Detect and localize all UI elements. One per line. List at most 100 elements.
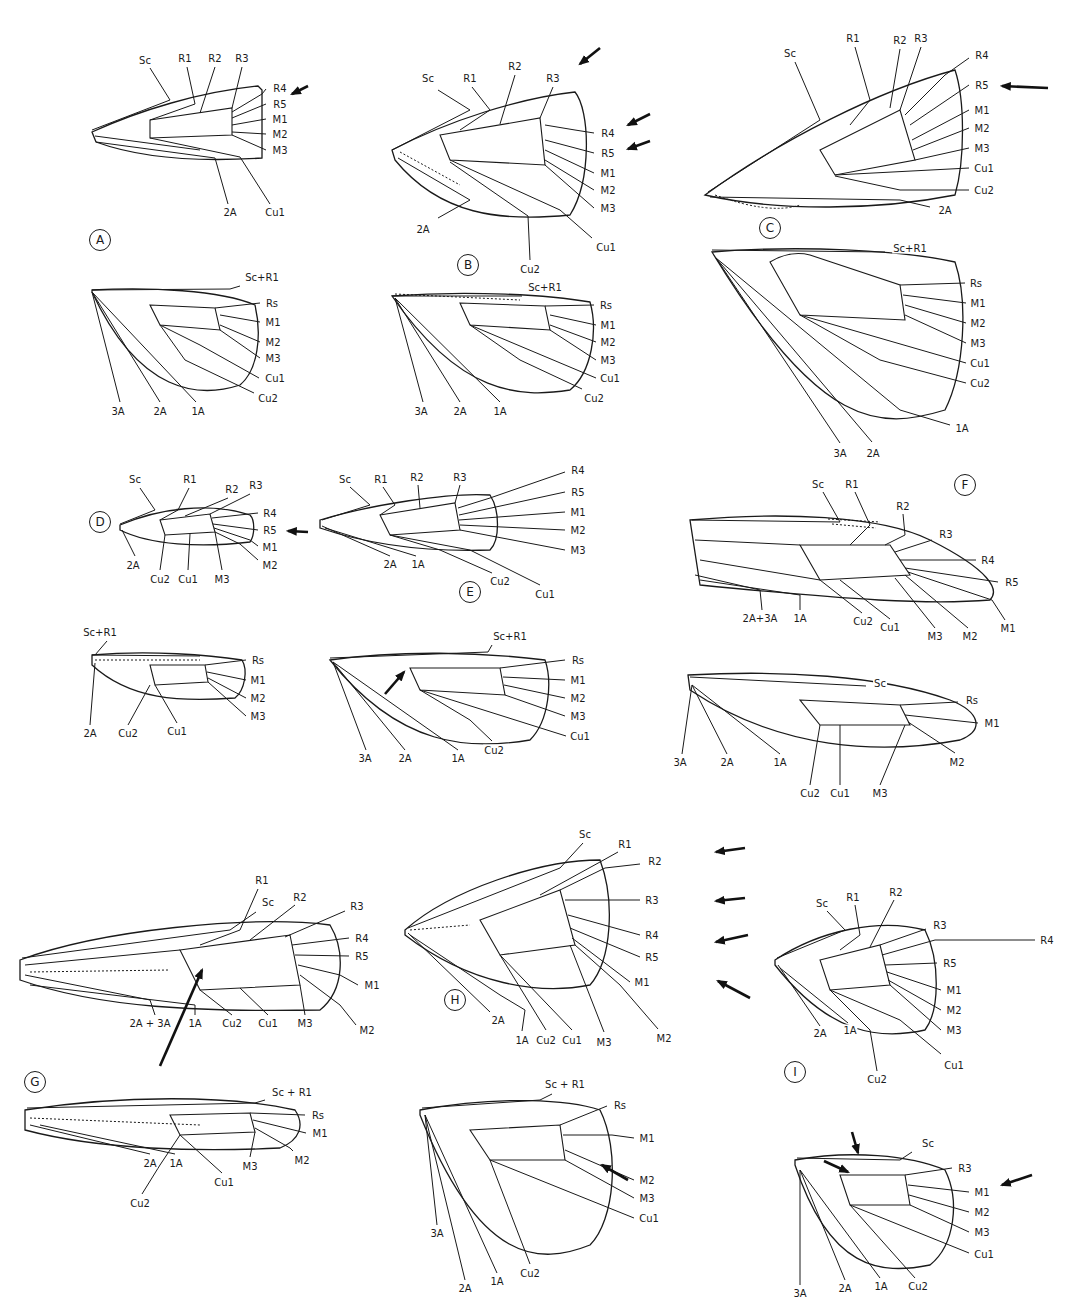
wing-vein [459, 492, 565, 515]
vein-label: Sc + R1 [544, 1079, 586, 1090]
vein-label: Cu2 [129, 1198, 151, 1209]
wing-vein [205, 660, 246, 665]
vein-label: Sc [338, 474, 352, 485]
vein-label: Sc [128, 474, 142, 485]
vein-label: Cu2 [519, 1268, 541, 1279]
wing-vein [800, 1170, 845, 1280]
vein-label: Sc [783, 48, 797, 59]
wing-vein [395, 298, 500, 402]
vein-label: M2 [949, 757, 966, 768]
wing-vein [550, 315, 596, 325]
vein-label: M1 [272, 114, 289, 125]
panel-letter: D [95, 516, 104, 529]
vein-label: M2 [600, 337, 617, 348]
wing-group [330, 645, 566, 750]
vein-label: Sc+R1 [82, 627, 118, 638]
wing-vein [887, 972, 941, 990]
dashed-vein [30, 1118, 200, 1125]
vein-label: R3 [234, 53, 249, 64]
vein-label: R4 [262, 508, 277, 519]
vein-label: R1 [462, 73, 477, 84]
dashed-vein [410, 925, 470, 930]
vein-label: M1 [946, 985, 963, 996]
vein-label: Cu2 [799, 788, 821, 799]
wing-vein [905, 305, 966, 323]
wing-vein [700, 580, 800, 610]
vein-label: Sc [811, 479, 825, 490]
dashed-vein [395, 294, 520, 300]
wing-vein [716, 258, 840, 443]
vein-label: 1A [489, 1276, 504, 1287]
wing-vein [909, 1195, 969, 1212]
vein-label: M2 [265, 337, 282, 348]
wing-vein [850, 492, 870, 545]
vein-label: R5 [354, 951, 369, 962]
wing-group [90, 641, 246, 725]
panel-letter-circle: A [89, 229, 111, 251]
wing-vein [885, 514, 905, 545]
vein-label: Cu2 [852, 616, 874, 627]
vein-label: M1 [265, 317, 282, 328]
wing-vein [835, 168, 969, 175]
wing-vein [565, 1160, 634, 1198]
vein-label: Cu2 [257, 393, 279, 404]
wing-vein [322, 487, 370, 520]
vein-label: Sc [421, 73, 435, 84]
wing-vein [835, 176, 969, 190]
wing-vein [232, 67, 242, 108]
wing-vein [25, 950, 180, 965]
vein-label: Cu1 [829, 788, 851, 799]
wing-vein [850, 47, 870, 125]
vein-label: R2 [647, 856, 662, 867]
wing-outline [405, 860, 609, 988]
wing-vein [708, 62, 820, 192]
wing-vein [390, 535, 492, 573]
wing-vein [900, 560, 976, 561]
vein-label: Sc + R1 [271, 1087, 313, 1098]
wing-outline [712, 249, 963, 419]
vein-label: Cu1 [638, 1213, 660, 1224]
panel-letter: E [466, 586, 474, 599]
vein-label: Sc [578, 829, 592, 840]
wing-vein [890, 49, 900, 108]
panel-letter: B [464, 259, 472, 272]
vein-label: 2A [452, 406, 467, 417]
vein-label: Cu1 [569, 731, 591, 742]
wing-group [795, 1132, 1032, 1285]
vein-label: R1 [182, 474, 197, 485]
dashed-vein [400, 152, 460, 185]
wing-vein [716, 258, 872, 442]
wing-group [92, 67, 308, 204]
wing-group [320, 472, 565, 585]
wing-vein [470, 325, 596, 378]
wing-vein [160, 535, 165, 570]
vein-label: 2A+3A [742, 613, 779, 624]
panel-letter: H [450, 994, 459, 1007]
panel-letter-circle: C [759, 217, 781, 239]
pointer-arrow [288, 531, 308, 532]
wing-vein [800, 315, 966, 363]
wing-vein [905, 568, 998, 582]
panel-letter-circle: G [24, 1071, 46, 1093]
wing-vein [692, 685, 780, 754]
vein-label: R5 [942, 958, 957, 969]
vein-label: M3 [946, 1025, 963, 1036]
wing-vein [325, 528, 416, 556]
vein-label: R3 [248, 480, 263, 491]
wing-vein [92, 655, 200, 656]
vein-label: R3 [957, 1163, 972, 1174]
wing-vein [840, 725, 841, 785]
vein-label: Rs [265, 298, 279, 309]
vein-label: R1 [845, 33, 860, 44]
wing-vein [560, 864, 640, 890]
vein-label: 2A [719, 757, 734, 768]
wing-vein [180, 1135, 222, 1173]
wing-vein [22, 912, 256, 958]
panel-letter-circle: E [459, 581, 481, 603]
wing-vein [40, 1125, 175, 1154]
wing-vein [215, 532, 258, 560]
panel-letter-circle: H [444, 989, 466, 1011]
vein-label: M2 [272, 129, 289, 140]
wing-vein [292, 938, 349, 945]
discal-cell [800, 545, 910, 580]
